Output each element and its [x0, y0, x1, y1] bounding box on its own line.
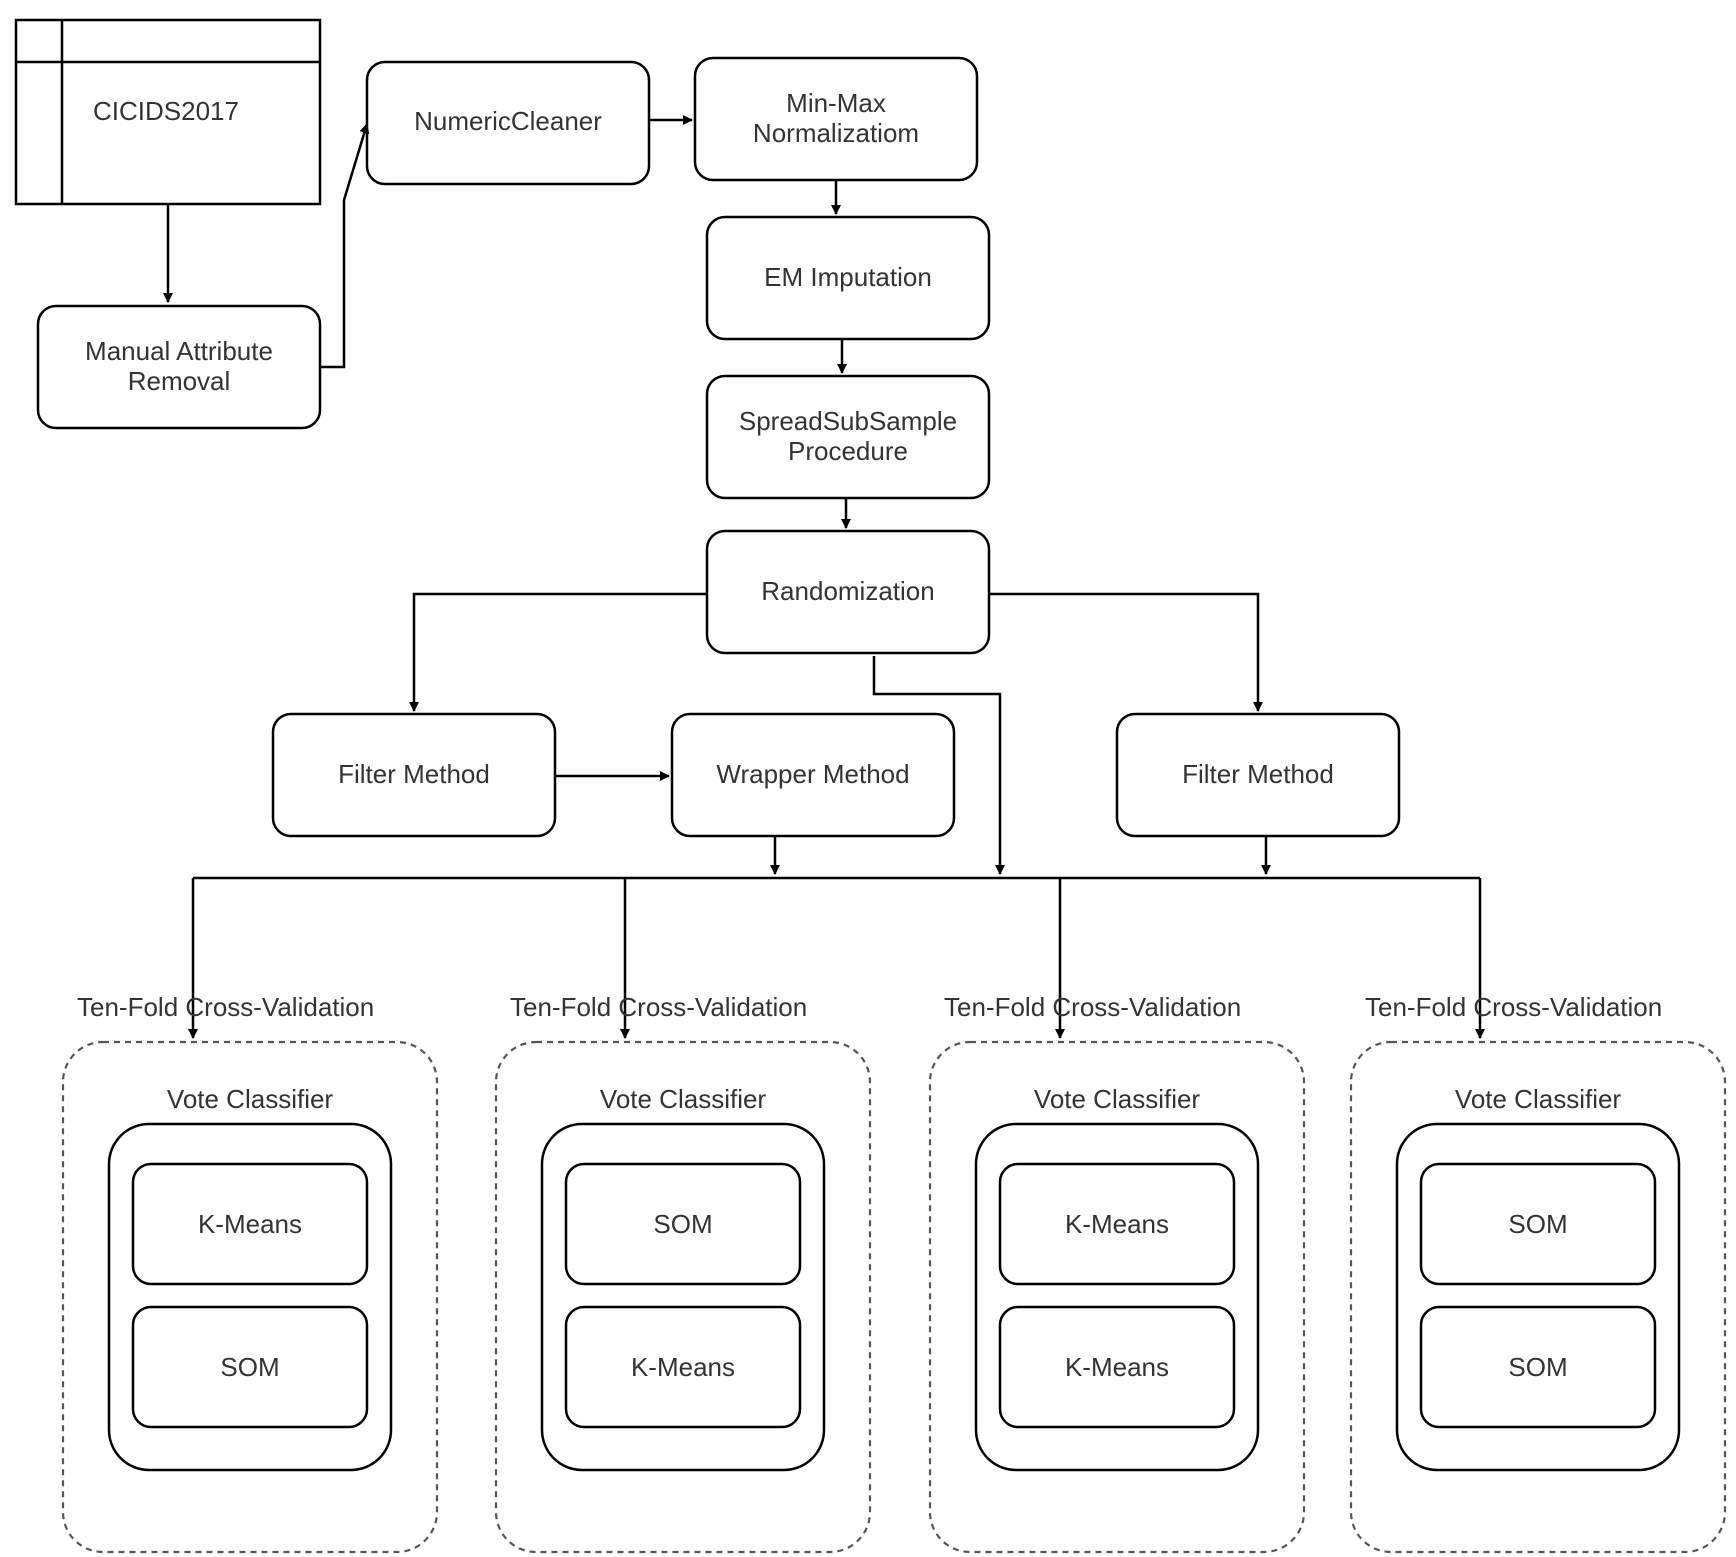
model-label: K-Means	[198, 1209, 302, 1239]
numeric-cleaner-label: NumericCleaner	[414, 106, 602, 136]
vote-classifier-title: Vote Classifier	[1455, 1084, 1622, 1114]
cross-validation-title: Ten-Fold Cross-Validation	[77, 992, 374, 1022]
vote-classifier-title: Vote Classifier	[167, 1084, 334, 1114]
em-imputation-label: EM Imputation	[764, 262, 932, 292]
manual-removal-label-2: Removal	[128, 366, 231, 396]
filter-method-left-node: Filter Method	[271, 712, 557, 838]
vote-classifier-title: Vote Classifier	[600, 1084, 767, 1114]
arrow-random-to-filter-right	[989, 592, 1263, 712]
arrow-removal-to-cleaner	[320, 123, 370, 369]
validation-group-1: Ten-Fold Cross-Validation Vote Classifie…	[61, 992, 439, 1554]
spread-subsample-label-2: Procedure	[788, 436, 908, 466]
model-label: K-Means	[631, 1352, 735, 1382]
spread-subsample-node: SpreadSubSample Procedure	[705, 374, 991, 500]
model-label: SOM	[220, 1352, 279, 1382]
vote-classifier-title: Vote Classifier	[1034, 1084, 1201, 1114]
model-label: SOM	[653, 1209, 712, 1239]
model-label: K-Means	[1065, 1209, 1169, 1239]
minmax-node: Min-Max Normalizatiom	[693, 56, 979, 182]
spread-subsample-label-1: SpreadSubSample	[739, 406, 957, 436]
manual-removal-node: Manual Attribute Removal	[36, 304, 322, 430]
numeric-cleaner-node: NumericCleaner	[365, 60, 651, 186]
randomization-node: Randomization	[705, 529, 991, 655]
connectors	[163, 115, 1485, 1039]
cross-validation-title: Ten-Fold Cross-Validation	[510, 992, 807, 1022]
filter-method-left-label: Filter Method	[338, 759, 490, 789]
dataset-node: CICIDS2017	[14, 18, 322, 206]
em-imputation-node: EM Imputation	[705, 215, 991, 341]
filter-method-right-node: Filter Method	[1115, 712, 1401, 838]
minmax-label-1: Min-Max	[786, 88, 886, 118]
cross-validation-title: Ten-Fold Cross-Validation	[1365, 992, 1662, 1022]
arrow-random-to-filter-left	[409, 592, 707, 712]
wrapper-method-label: Wrapper Method	[716, 759, 909, 789]
cross-validation-title: Ten-Fold Cross-Validation	[944, 992, 1241, 1022]
minmax-label-2: Normalizatiom	[753, 118, 919, 148]
validation-group-3: Ten-Fold Cross-Validation Vote Classifie…	[928, 992, 1306, 1554]
randomization-label: Randomization	[761, 576, 934, 606]
model-label: SOM	[1508, 1209, 1567, 1239]
filter-method-right-label: Filter Method	[1182, 759, 1334, 789]
model-label: K-Means	[1065, 1352, 1169, 1382]
validation-group-4: Ten-Fold Cross-Validation Vote Classifie…	[1349, 992, 1727, 1554]
arrow-random-to-bus	[872, 656, 1005, 875]
manual-removal-label-1: Manual Attribute	[85, 336, 273, 366]
wrapper-method-node: Wrapper Method	[670, 712, 956, 838]
validation-group-2: Ten-Fold Cross-Validation Vote Classifie…	[494, 992, 872, 1554]
model-label: SOM	[1508, 1352, 1567, 1382]
dataset-label: CICIDS2017	[93, 96, 239, 126]
